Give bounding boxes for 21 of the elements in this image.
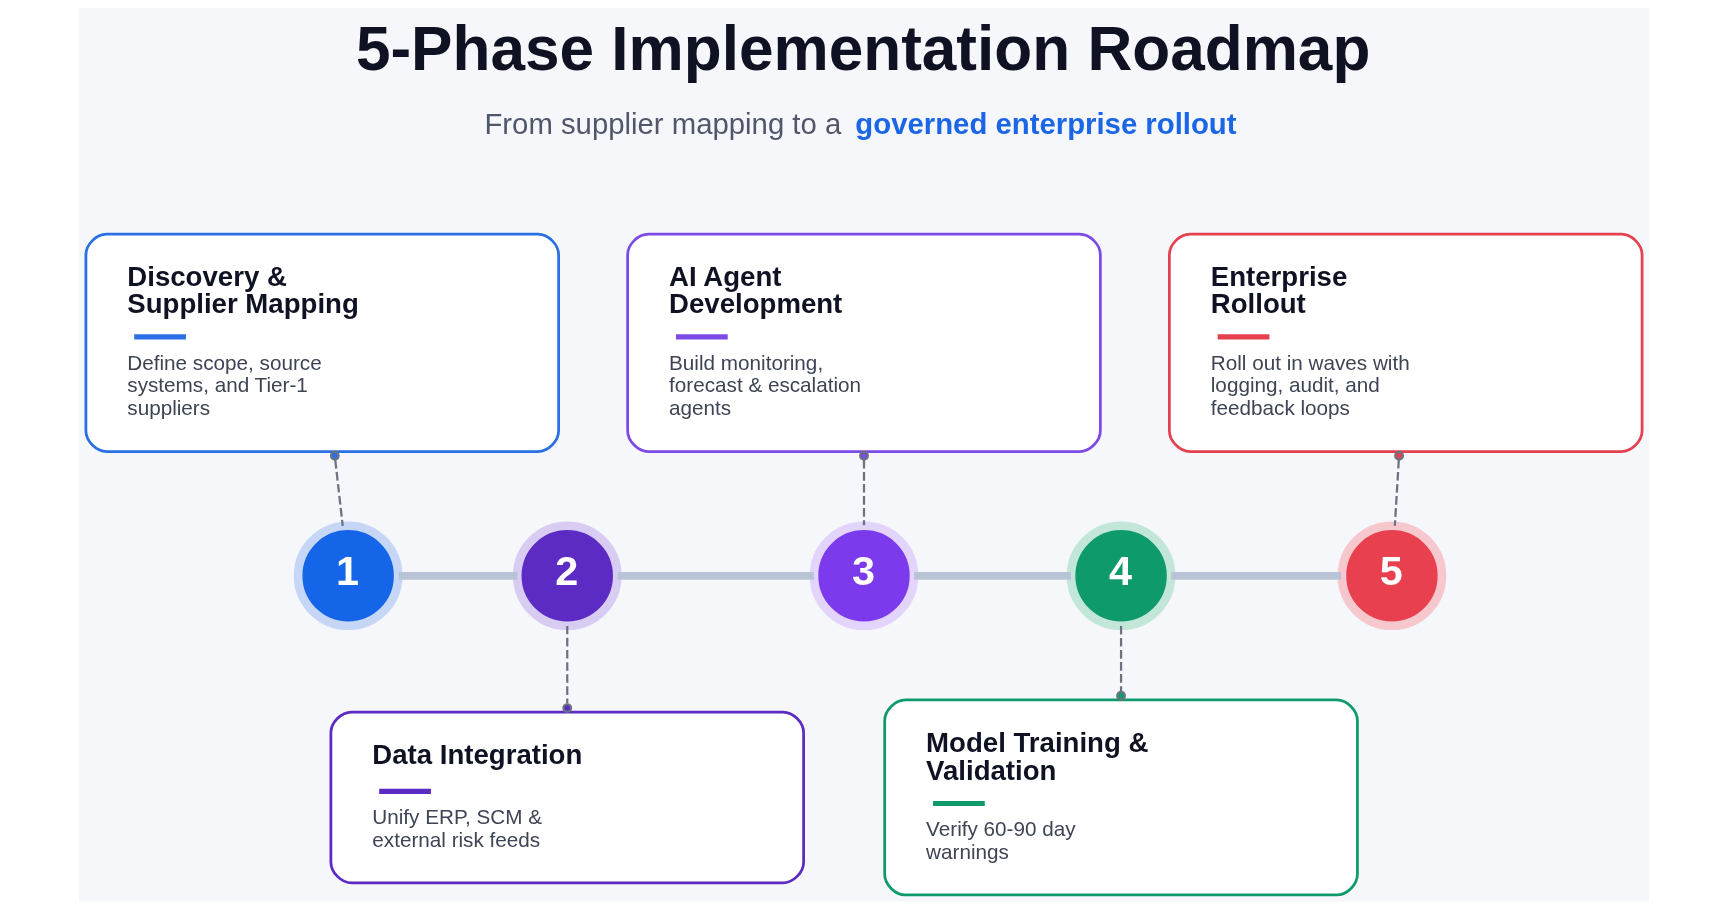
node-box: Discovery & Supplier Mapping Define scope, source systems, and Tier-1 suppliers <box>84 232 560 453</box>
node-box: Data Integration Unify ERP, SCM & external risk feeds <box>329 710 805 885</box>
node-box: AI Agent Development Build monitoring, forecast & escalation agents <box>625 232 1102 453</box>
node-circle: 4 <box>1066 521 1175 631</box>
connector <box>1115 625 1126 701</box>
connector <box>913 571 1071 580</box>
connector <box>329 450 344 526</box>
connector <box>617 571 814 580</box>
connector <box>398 571 517 580</box>
node-box: Model Training & Validation Verify 60-90 day warnings <box>882 698 1359 897</box>
label: From supplier mapping to a governed enterprise rollout <box>483 107 1237 141</box>
connector <box>561 625 572 713</box>
node-circle: 3 <box>809 521 918 631</box>
connector <box>1393 450 1404 526</box>
node-circle: 1 <box>293 521 402 631</box>
diagram-title: 5-Phase Implementation Roadmap <box>355 13 1370 83</box>
node-box: Enterprise Rollout Roll out in waves with logging, audit, and feedback loops <box>1167 232 1643 453</box>
node-circle: 2 <box>512 521 622 631</box>
connector <box>1170 571 1341 580</box>
node-circle: 5 <box>1337 521 1446 631</box>
connector <box>858 450 869 526</box>
